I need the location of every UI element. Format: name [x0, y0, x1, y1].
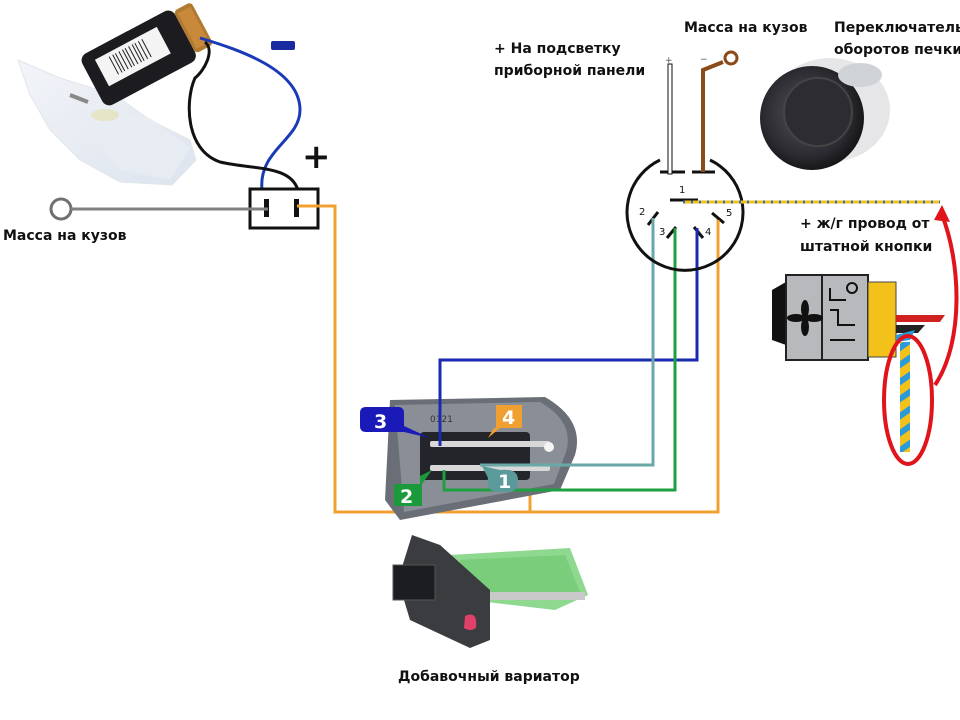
label-yg-wire-2: штатной кнопки	[800, 239, 933, 255]
motor-wire-blue	[199, 36, 302, 191]
svg-text:3: 3	[659, 227, 665, 238]
label-ground-top: Масса на кузов	[684, 20, 808, 36]
wire-green	[442, 232, 677, 492]
label-dash-light-1: + На подсветку	[494, 41, 621, 57]
red-arrow	[933, 214, 959, 387]
heater-knob-image	[760, 58, 890, 170]
label-switch-1: Переключатель	[834, 20, 960, 36]
svg-text:−: −	[700, 55, 708, 65]
dash-light-wire	[667, 63, 673, 175]
svg-text:2: 2	[400, 486, 413, 508]
motor-wire-black	[187, 40, 300, 191]
badge-4: 4	[488, 405, 522, 438]
wire-orange-motor	[297, 204, 720, 514]
svg-text:4: 4	[705, 227, 711, 238]
red-highlight-ellipse	[882, 334, 934, 466]
label-resistor: Добавочный вариатор	[398, 669, 580, 685]
label-yg-wire-1: + ж/г провод от	[800, 216, 930, 232]
svg-text:1: 1	[498, 471, 511, 493]
fan-switch-image	[772, 274, 945, 452]
ground-terminal-left	[49, 197, 73, 221]
svg-text:+: +	[665, 56, 673, 66]
switch-connector: 1 2 3 4 5	[625, 158, 745, 272]
resistor-image	[392, 535, 588, 648]
svg-text:2: 2	[639, 207, 645, 218]
label-switch-2: оборотов печки	[834, 42, 960, 58]
badge-1: 1	[482, 466, 518, 493]
ground-terminal-top	[723, 50, 739, 66]
label-dash-light-2: приборной панели	[494, 63, 646, 79]
wire-blue-pin3	[438, 232, 699, 446]
badge-2: 2	[394, 470, 432, 508]
wire-teal	[480, 232, 655, 467]
badge-3: 3	[360, 407, 430, 438]
svg-text:5: 5	[726, 208, 732, 219]
fan-motor-image	[17, 3, 213, 186]
minus-mark	[271, 41, 295, 50]
svg-text:4: 4	[502, 407, 515, 429]
plus-mark: +	[302, 137, 331, 177]
label-ground-left: Масса на кузов	[3, 228, 127, 244]
ground-wire-top	[701, 60, 724, 172]
svg-text:3: 3	[374, 411, 387, 433]
svg-text:1: 1	[679, 185, 685, 196]
